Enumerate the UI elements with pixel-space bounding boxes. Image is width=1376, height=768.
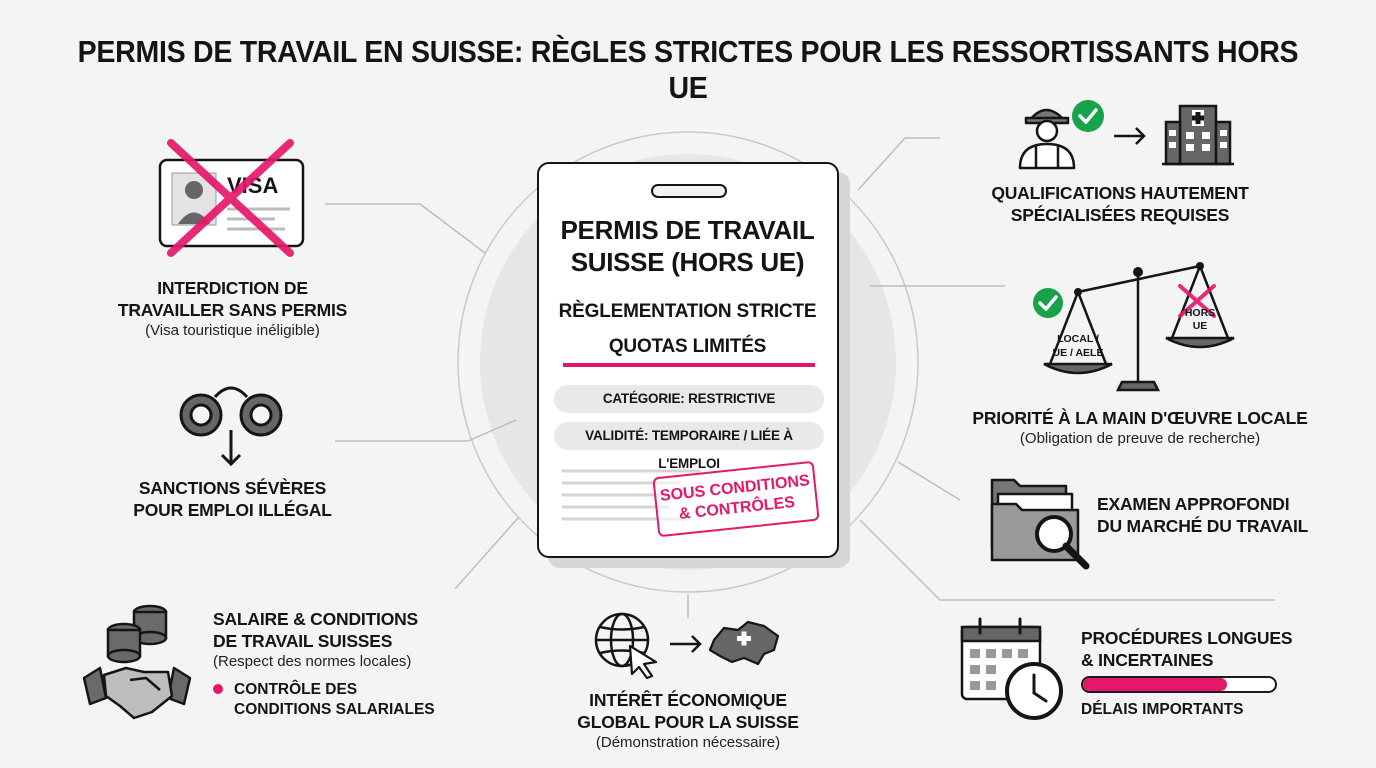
salary-subtitle: (Respect des normes locales) [213,653,412,670]
connector-market [897,461,961,501]
visa-subtitle: (Visa touristique inéligible) [145,322,320,339]
sanctions-block: SANCTIONS SÉVÈRES POUR EMPLOI ILLÉGAL [95,477,370,521]
card-lanyard-slot [651,184,727,198]
salary-bullet-line2: CONDITIONS SALARIALES [234,701,435,718]
connector-procedures [859,519,1275,601]
card-title-line2: SUISSE (HORS UE) [570,247,805,277]
visa-title-line1: INTERDICTION DE [157,278,308,298]
market-title-line1: EXAMEN APPROFONDI [1097,494,1290,514]
card-regulation: RÈGLEMENTATION STRICTE [558,301,817,322]
pan-local-line2: UE / AELE [1053,347,1104,359]
salary-bullet-dot [213,684,223,694]
card-accent-bar [563,363,815,367]
connector-sanctions [335,419,517,442]
balance-scale-icon: LOCAL / UE / AELE HORS UE [1033,262,1235,392]
sanctions-title-line2: POUR EMPLOI ILLÉGAL [133,500,332,520]
card-category-pill: CATÉGORIE: RESTRICTIVE [554,385,824,413]
connector-qualifications [857,137,940,191]
qualifications-title-line1: QUALIFICATIONS HAUTEMENT [991,183,1249,203]
handcuffs-icon [179,386,283,467]
qualifications-block: QUALIFICATIONS HAUTEMENT SPÉCIALISÉES RE… [975,182,1265,226]
market-block: EXAMEN APPROFONDI DU MARCHÉ DU TRAVAIL [1097,493,1357,537]
procedures-block: PROCÉDURES LONGUES & INCERTAINES [1081,627,1331,671]
connector-visa [325,203,486,254]
card-title-line1: PERMIS DE TRAVAIL [560,215,815,245]
priority-subtitle: (Obligation de preuve de recherche) [1019,430,1261,447]
globe-cursor-switzerland-icon [594,612,780,680]
pan-non-eu-line2: UE [1193,320,1208,332]
permit-card: PERMIS DE TRAVAIL SUISSE (HORS UE) RÈGLE… [537,162,839,558]
salary-title-line2: DE TRAVAIL SUISSES [213,631,393,651]
crossed-visa-card-icon: VISA [158,139,305,257]
background-ring [457,131,919,593]
visa-title-line2: TRAVAILLER SANS PERMIS [117,300,348,320]
pan-local-line1: LOCAL / [1057,333,1099,345]
connector-salary [454,517,519,590]
economy-title-line2: GLOBAL POUR LA SUISSE [577,712,799,732]
sanctions-title-line1: SANCTIONS SÉVÈRES [138,478,327,498]
delay-progress-bar [1081,676,1277,693]
page-title: PERMIS DE TRAVAIL EN SUISSE: RÈGLES STRI… [77,34,1299,105]
pan-non-eu-line1: HORS [1185,307,1215,319]
folder-magnifier-icon [990,478,1090,570]
procedures-title-line1: PROCÉDURES LONGUES [1081,628,1293,648]
qualifications-title-line2: SPÉCIALISÉES REQUISES [1010,205,1230,225]
visa-block: INTERDICTION DE TRAVAILLER SANS PERMIS (… [95,277,370,341]
salary-block: SALAIRE & CONDITIONS DE TRAVAIL SUISSES … [213,608,473,672]
market-title-line2: DU MARCHÉ DU TRAVAIL [1097,516,1309,536]
economy-title-line1: INTÉRÊT ÉCONOMIQUE [589,690,787,710]
card-validity-pill: VALIDITÉ: TEMPORAIRE / LIÉE À L'EMPLOI [554,422,824,471]
salary-title-line1: SALAIRE & CONDITIONS [213,609,419,629]
card-title: PERMIS DE TRAVAIL SUISSE (HORS UE) [539,214,836,278]
salary-bullet: CONTRÔLE DES CONDITIONS SALARIALES [234,680,474,720]
coins-handshake-icon [82,604,192,720]
delay-progress-fill [1083,678,1227,691]
economy-block: INTÉRÊT ÉCONOMIQUE GLOBAL POUR LA SUISSE… [548,689,828,753]
worker-hospital-icon [1018,100,1234,170]
salary-bullet-line1: CONTRÔLE DES [234,681,358,698]
procedures-title-line2: & INCERTAINES [1081,650,1214,670]
priority-block: PRIORITÉ À LA MAIN D'ŒUVRE LOCALE (Oblig… [955,407,1325,449]
procedures-caption: DÉLAIS IMPORTANTS [1081,701,1244,718]
priority-title: PRIORITÉ À LA MAIN D'ŒUVRE LOCALE [972,408,1308,428]
calendar-clock-icon [960,617,1063,720]
card-quotas: QUOTAS LIMITÉS [608,336,767,357]
economy-subtitle: (Démonstration nécessaire) [595,734,781,751]
